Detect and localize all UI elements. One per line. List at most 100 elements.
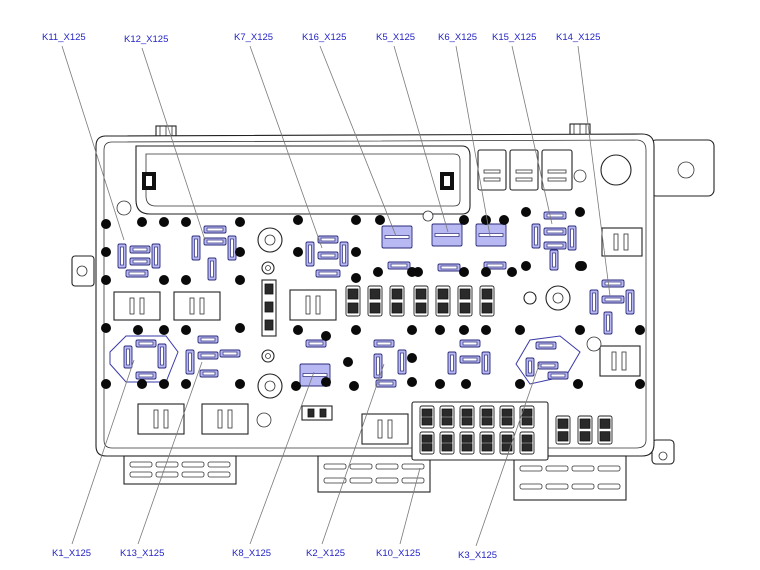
terminal-slot	[200, 353, 216, 358]
terminal-slot	[462, 341, 478, 346]
fuse-blade	[441, 408, 453, 417]
mount-point	[181, 275, 191, 285]
terminal-slot	[478, 233, 504, 237]
label-k2: K2_X125	[306, 548, 345, 559]
terminal-slot	[570, 228, 574, 248]
mount-point	[575, 325, 585, 335]
fuse-blade	[501, 443, 513, 452]
terminal-slot	[200, 337, 216, 342]
mount-point	[133, 325, 143, 335]
label-k14: K14_X125	[556, 32, 600, 43]
mount-point	[101, 323, 111, 333]
fuse-blade	[557, 431, 569, 442]
fuse-blade	[459, 288, 471, 300]
mount-point	[137, 379, 147, 389]
fuse-blade	[441, 417, 453, 426]
fuse-blade	[461, 434, 473, 443]
label-k13: K13_X125	[120, 548, 164, 559]
leader-line	[393, 45, 449, 233]
fuse-blade	[501, 434, 513, 443]
fuse-blade	[459, 302, 471, 314]
mount-point	[181, 217, 191, 227]
label-k16: K16_X125	[302, 32, 346, 43]
fuse-blade	[437, 302, 449, 314]
mount-point	[521, 207, 531, 217]
mount-point	[515, 379, 525, 389]
fuse-blade	[415, 288, 427, 300]
terminal-slot	[194, 238, 198, 258]
terminal-slot	[546, 243, 564, 248]
mount-point	[459, 215, 469, 225]
terminal-slot	[230, 238, 234, 258]
terminal-slot	[210, 260, 214, 278]
leader-line	[61, 45, 125, 241]
terminal-slot	[540, 363, 556, 368]
fuse-blade	[421, 408, 433, 417]
terminal-slot	[202, 371, 216, 376]
leader-line	[137, 361, 203, 545]
terminal-slot	[120, 246, 124, 266]
terminal-slot	[302, 373, 328, 377]
label-k1: K1_X125	[52, 548, 91, 559]
mount-point	[407, 325, 417, 335]
mount-point	[159, 379, 169, 389]
mount-point	[373, 267, 383, 277]
mount-point	[137, 217, 147, 227]
label-k7: K7_X125	[234, 32, 273, 43]
fuse-blade	[421, 434, 433, 443]
mount-point	[351, 325, 361, 335]
fuse-blade	[521, 443, 533, 452]
mount-point	[515, 325, 525, 335]
terminal-slot	[308, 341, 324, 346]
mount-point	[101, 247, 111, 257]
mount-point	[375, 215, 385, 225]
mount-point	[181, 325, 191, 335]
terminal-slot	[320, 253, 336, 258]
mount-point	[351, 273, 361, 283]
relay-sockets	[117, 211, 635, 388]
fuse-blade	[521, 434, 533, 443]
terminal-slot	[550, 373, 566, 378]
label-k12: K12_X125	[124, 34, 168, 45]
mount-point	[351, 215, 361, 225]
fuse-blade	[347, 302, 359, 314]
mount-point	[159, 275, 169, 285]
fuse-blade	[391, 288, 403, 300]
mount-point	[499, 215, 509, 225]
terminal-slot	[484, 354, 488, 372]
mount-point	[577, 261, 587, 271]
label-k3: K3_X125	[458, 550, 497, 561]
mount-point	[181, 379, 191, 389]
fuse-blade	[415, 302, 427, 314]
mount-point	[461, 379, 471, 389]
fuse-blade	[521, 417, 533, 426]
mount-point	[293, 247, 303, 257]
mount-point	[159, 325, 169, 335]
mount-point	[235, 323, 245, 333]
mount-point	[293, 325, 303, 335]
leader-line	[475, 361, 541, 547]
mount-point	[521, 261, 531, 271]
fuse-blade	[461, 443, 473, 452]
leader-line	[249, 45, 323, 249]
terminal-slot	[138, 373, 154, 378]
mount-point	[407, 353, 417, 363]
terminal-slot	[318, 271, 338, 276]
fuse-blade	[501, 408, 513, 417]
terminal-slot	[376, 356, 380, 376]
terminal-slot	[126, 348, 130, 366]
fuse-blade	[481, 434, 493, 443]
terminal-slot	[188, 352, 192, 372]
mount-point	[407, 377, 417, 387]
fuse-blade	[461, 408, 473, 417]
terminal-slot	[308, 244, 312, 264]
mount-point	[101, 275, 111, 285]
terminal-slot	[434, 233, 460, 237]
mount-point	[235, 217, 245, 227]
mount-point	[635, 325, 645, 335]
fuse-blade	[391, 302, 403, 314]
mount-point	[321, 331, 331, 341]
mount-point	[321, 377, 331, 387]
